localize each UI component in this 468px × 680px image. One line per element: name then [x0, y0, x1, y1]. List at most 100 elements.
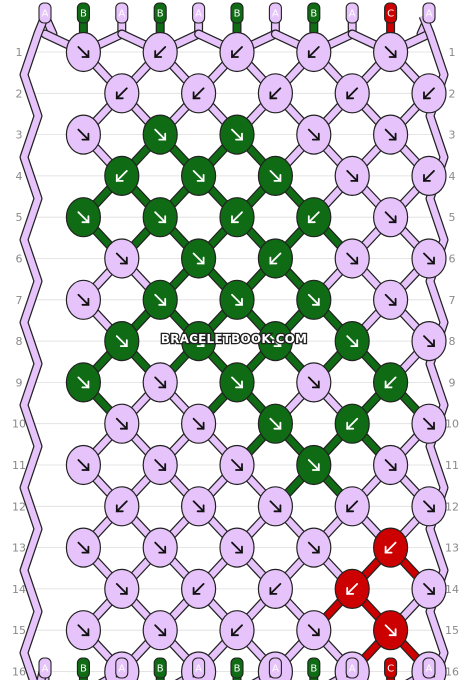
row-number: 8: [16, 335, 23, 348]
arrow-down-right-icon: [115, 335, 128, 348]
arrow-down-right-icon: [384, 128, 397, 141]
arrow-down-left-icon: [269, 87, 282, 100]
row-number: 12: [12, 500, 26, 513]
row-number: 12: [445, 500, 459, 513]
knot: [104, 568, 140, 610]
arrow-down-left-icon: [115, 169, 128, 182]
arrow-down-left-icon: [269, 583, 282, 595]
strand-label: B: [234, 664, 241, 675]
arrow-down-left-icon: [154, 46, 167, 58]
arrow-down-right-icon: [192, 169, 205, 182]
strand-label-tab: [307, 2, 321, 24]
row-number: 6: [16, 253, 23, 266]
arrow-down-right-icon: [77, 211, 90, 224]
strand-label: A: [272, 664, 279, 675]
knot: [219, 610, 255, 651]
knot: [257, 73, 293, 114]
knot: [142, 362, 178, 403]
knot: [104, 403, 140, 444]
knot: [373, 279, 409, 320]
arrow-down-left-icon: [346, 417, 359, 430]
knot: [104, 486, 140, 527]
arrow-down-left-icon: [231, 211, 243, 224]
knot: [142, 31, 178, 73]
arrow-down-left-icon: [423, 169, 435, 182]
strand-label: A: [42, 9, 49, 20]
strand-label: A: [195, 9, 202, 20]
row-number: 11: [445, 459, 459, 472]
strand-label: A: [118, 9, 125, 20]
row-number: 3: [449, 129, 456, 142]
knot: [411, 403, 447, 444]
knot: [219, 114, 255, 155]
knot: [257, 321, 293, 362]
knot: [142, 444, 178, 486]
row-number: 14: [12, 583, 26, 596]
knot: [65, 279, 102, 320]
arrow-down-right-icon: [346, 335, 359, 348]
knot: [296, 114, 332, 155]
arrow-down-right-icon: [154, 211, 167, 224]
row-number: 10: [12, 418, 26, 431]
arrow-down-right-icon: [269, 169, 282, 182]
strand-label: C: [387, 664, 394, 675]
arrow-down-right-icon: [346, 252, 359, 265]
strand-label-tab: [153, 657, 167, 679]
arrow-down-right-icon: [269, 417, 282, 430]
arrow-down-right-icon: [423, 335, 435, 348]
arrow-down-right-icon: [77, 376, 90, 389]
arrow-down-left-icon: [115, 87, 128, 100]
knot: [373, 610, 409, 651]
knot: [373, 362, 409, 403]
knot: [373, 197, 409, 238]
row-number: 7: [449, 294, 456, 307]
row-number: 2: [449, 87, 456, 100]
arrow-down-left-icon: [384, 376, 397, 389]
knot: [334, 321, 370, 362]
arrow-down-right-icon: [77, 541, 90, 554]
knot: [181, 568, 217, 610]
row-number: 14: [445, 583, 459, 596]
arrow-down-right-icon: [77, 624, 90, 637]
row-number: 5: [16, 211, 23, 224]
arrow-down-right-icon: [346, 169, 359, 182]
strand-label-tab: [384, 657, 398, 679]
row-number: 9: [16, 376, 23, 389]
row-number: 11: [12, 459, 26, 472]
arrow-down-right-icon: [384, 624, 397, 637]
strand-label-tab: [115, 657, 129, 679]
arrow-down-right-icon: [423, 417, 435, 430]
knot: [334, 568, 370, 610]
strand-label: A: [118, 664, 125, 675]
arrow-down-left-icon: [423, 87, 435, 100]
strand-label: B: [310, 664, 317, 675]
arrow-down-right-icon: [231, 128, 243, 141]
row-number: 7: [16, 294, 23, 307]
knot: [65, 444, 102, 486]
knot: [181, 73, 217, 114]
row-number: 1: [449, 46, 456, 59]
strand-label-tab: [192, 657, 206, 679]
row-number: 4: [16, 170, 23, 183]
knot: [65, 610, 102, 651]
arrow-down-right-icon: [269, 335, 282, 348]
edge-strands: [19, 14, 449, 680]
knot: [296, 527, 332, 568]
knot: [219, 197, 255, 238]
knot: [296, 197, 332, 238]
strand-label-tab: [422, 657, 436, 679]
arrow-down-right-icon: [384, 459, 397, 471]
strand-label: B: [80, 9, 87, 20]
strand-label: C: [387, 9, 394, 20]
arrow-down-right-icon: [154, 624, 167, 637]
knot: [411, 73, 447, 114]
knot: [334, 155, 370, 196]
knot: [257, 486, 293, 527]
knot: [373, 31, 409, 73]
arrow-down-left-icon: [269, 252, 282, 265]
knot: [296, 279, 332, 320]
knot: [257, 568, 293, 610]
row-number: 13: [12, 542, 26, 555]
arrow-down-right-icon: [77, 459, 90, 471]
